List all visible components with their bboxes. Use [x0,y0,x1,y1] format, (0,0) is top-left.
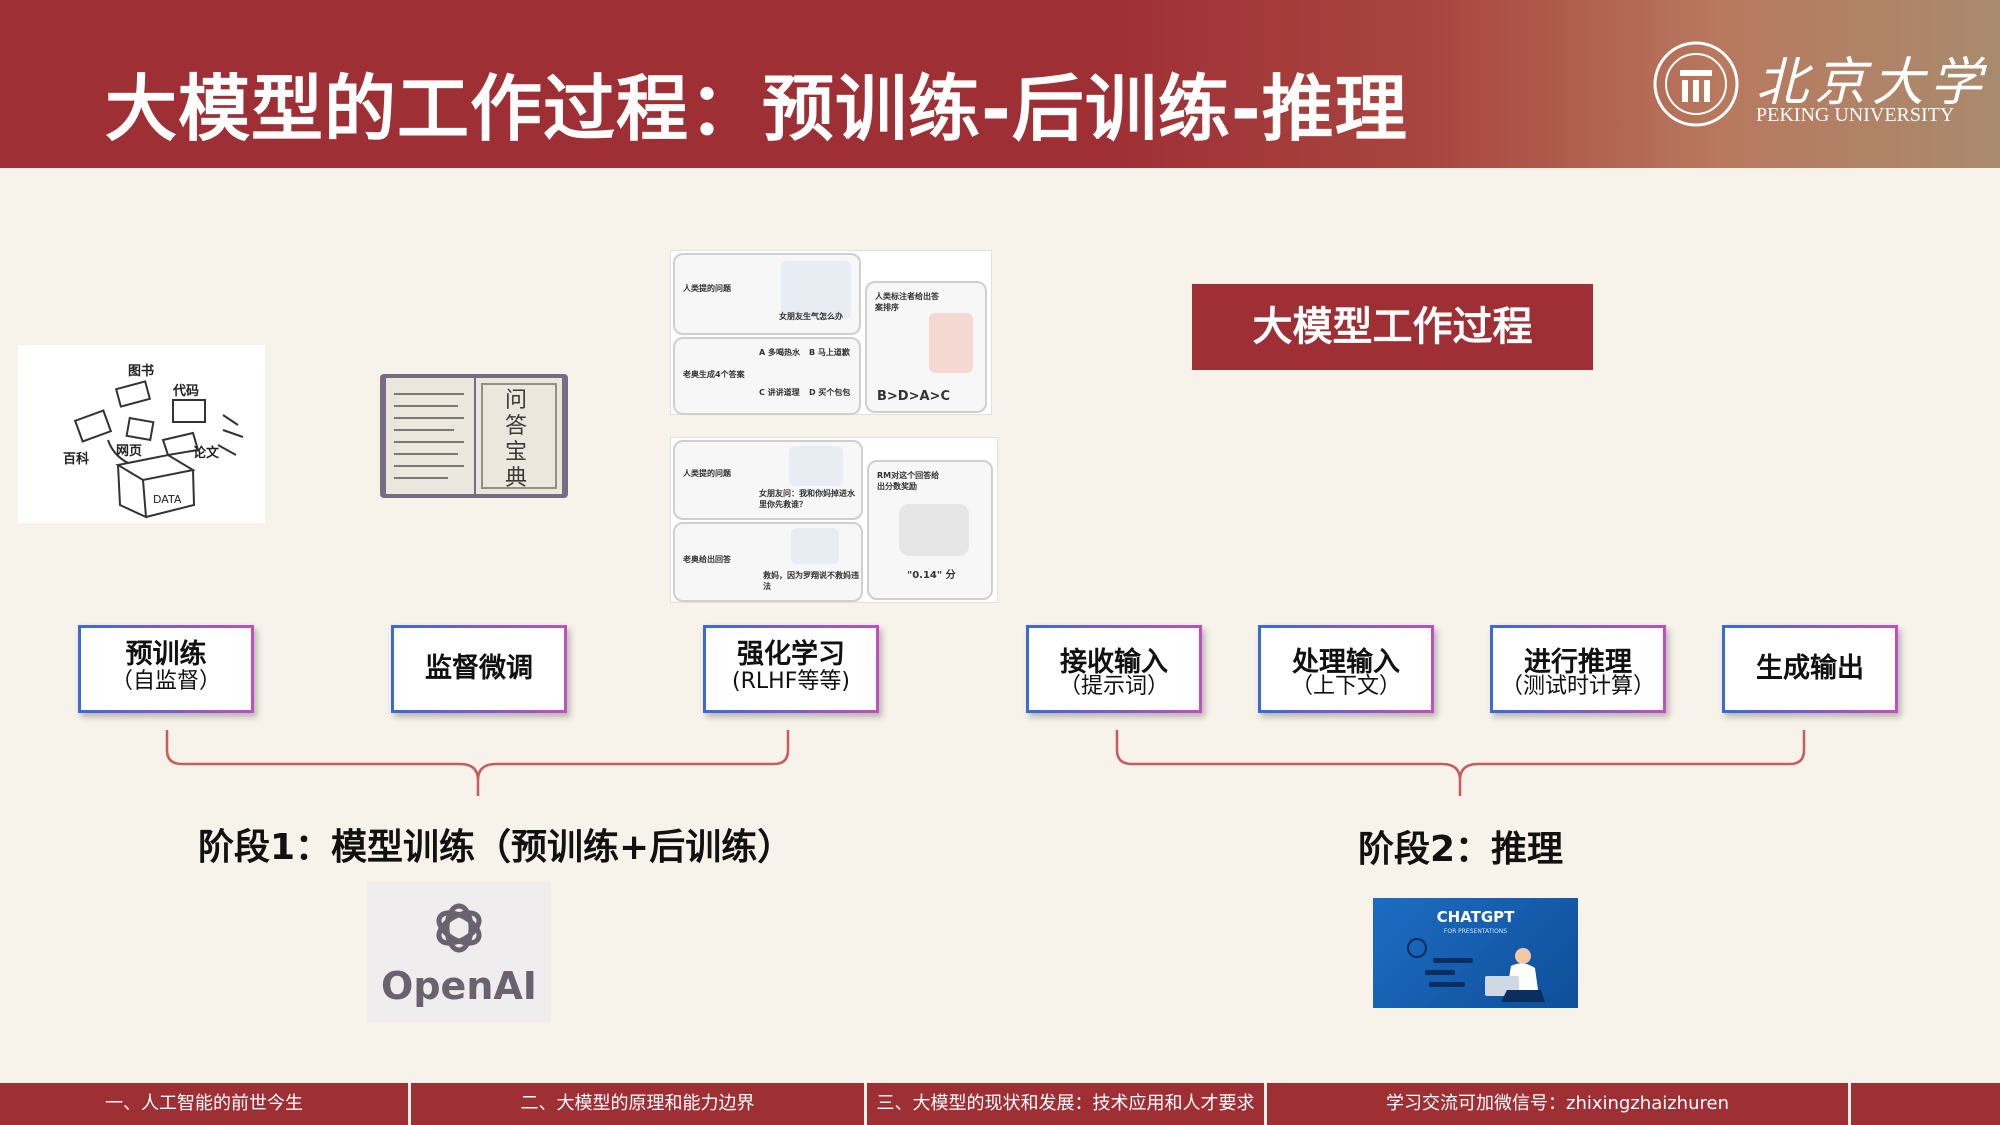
qa-book-illustration: 问答宝典 [378,370,570,502]
reward-score: "0.14" 分 [907,570,956,581]
step-process-input-label: 处理输入 [1292,647,1400,678]
avatar-woman-icon [781,261,851,319]
avatar-woman-icon-2 [789,446,843,486]
logo-english-name: PEKING UNIVERSITY [1756,104,1955,126]
answer-c: C 讲讲道理 [759,388,800,397]
stage2-bracket [1115,730,1806,796]
footer-divider [408,1083,411,1125]
step-reasoning-sub: （测试时计算） [1500,674,1655,699]
step-sft-label: 监督微调 [425,653,533,684]
label-code: 代码 [172,383,199,399]
step-rl: 强化学习 (RLHF等等) [703,625,879,713]
label-papers: 论文 [193,445,220,461]
step-reasoning-label: 进行推理 [1524,647,1632,678]
avatar-old-icon [791,528,839,564]
label-data: DATA [153,493,182,506]
footer-nav-item-1[interactable]: 一、人工智能的前世今生 [105,1093,303,1114]
question-label: 人类提的问题 [683,284,731,293]
ranking-order: B>D>A>C [877,389,950,404]
label-books: 图书 [128,363,154,379]
step-rl-label: 强化学习 [737,639,845,670]
label-webpages: 网页 [116,444,142,459]
page-title: 大模型的工作过程：预训练-后训练-推理 [105,67,1408,151]
step-receive-input: 接收输入 （提示词） [1026,625,1202,713]
step-generate-output-label: 生成输出 [1756,653,1864,684]
question-label-2: 人类提的问题 [683,469,731,478]
chatgpt-title: CHATGPT [1436,908,1515,926]
ranking-panel: 人类提的问题 女朋友生气怎么办 老奥生成4个答案 A 多喝热水 B 马上道歉 C… [670,250,992,415]
ranking-label: 人类标注者给出答案排序 [875,292,939,312]
openai-wordmark: OpenAI [381,964,537,1008]
step-process-input-sub: （上下文） [1290,674,1401,699]
footer-divider [864,1083,867,1125]
answers-cell [673,337,861,415]
answer-label-2: 老奥给出回答 [683,555,731,564]
answer-d: D 买个包包 [809,388,851,397]
step-sft: 监督微调 [391,625,567,713]
footer-divider [1264,1083,1267,1125]
robot-icon [899,504,969,556]
stage1-bracket [165,730,790,796]
step-pretraining-sub: （自监督） [110,669,221,694]
stage2-label: 阶段2：推理 [1358,829,1564,870]
question-text: 女朋友生气怎么办 [779,312,843,321]
footer-nav-item-2[interactable]: 二、大模型的原理和能力边界 [520,1093,755,1114]
step-generate-output: 生成输出 [1722,625,1898,713]
answers-label: 老奥生成4个答案 [683,370,745,379]
annotator-avatar-icon [929,313,973,373]
label-encyclopedia: 百科 [63,451,89,467]
step-pretraining: 预训练 （自监督） [78,625,254,713]
university-seal-icon [1653,41,1739,127]
footer-wechat-info: 学习交流可加微信号：zhixingzhaizhuren [1386,1093,1729,1114]
chatgpt-illustration: CHATGPT FOR PRESENTATIONS [1373,898,1578,1008]
flow-title: 大模型工作过程 [1192,284,1593,370]
footer-divider [1848,1083,1851,1125]
reward-label: RM对这个回答给出分数奖励 [877,471,940,491]
qa-book-title: 问答宝典 [504,388,527,491]
footer-bar: 一、人工智能的前世今生 二、大模型的原理和能力边界 三、大模型的现状和发展：技术… [0,1083,2000,1125]
header-banner: 大模型的工作过程：预训练-后训练-推理 北京大学 PEKING UNIVERSI… [0,0,2000,168]
data-sources-illustration: 图书 代码 百科 网页 论文 DATA [18,345,265,523]
university-logo: 北京大学 PEKING UNIVERSITY [1652,40,1982,130]
answer-a: A 多喝热水 [759,348,800,357]
step-receive-input-sub: （提示词） [1058,674,1169,699]
footer-nav-item-3[interactable]: 三、大模型的现状和发展：技术应用和人才要求 [876,1093,1255,1114]
person-laptop-icon [1407,938,1545,1002]
data-box-sketch-icon: 图书 代码 百科 网页 论文 DATA [63,363,244,519]
step-receive-input-label: 接收输入 [1060,647,1168,678]
openai-logo: OpenAI [367,882,551,1022]
step-process-input: 处理输入 （上下文） [1258,625,1434,713]
step-pretraining-label: 预训练 [125,639,207,670]
reward-panel: 人类提的问题 女朋友问：我和你妈掉进水里你先救谁？ 老奥给出回答 救妈，因为罗翔… [670,437,998,603]
openai-knot-icon [436,903,482,953]
step-reasoning: 进行推理 （测试时计算） [1490,625,1666,713]
answer-b: B 马上道歉 [809,348,850,357]
stage1-label: 阶段1：模型训练（预训练+后训练） [198,827,794,868]
question-text-2: 女朋友问：我和你妈掉进水里你先救谁？ [759,489,855,509]
chatgpt-subtitle: FOR PRESENTATIONS [1443,928,1508,935]
logo-chinese-name: 北京大学 [1756,53,1989,113]
answer-text-2: 救妈，因为罗翔说不救妈违法 [763,571,859,591]
step-rl-sub: (RLHF等等) [732,669,850,694]
open-book-icon [380,374,568,498]
